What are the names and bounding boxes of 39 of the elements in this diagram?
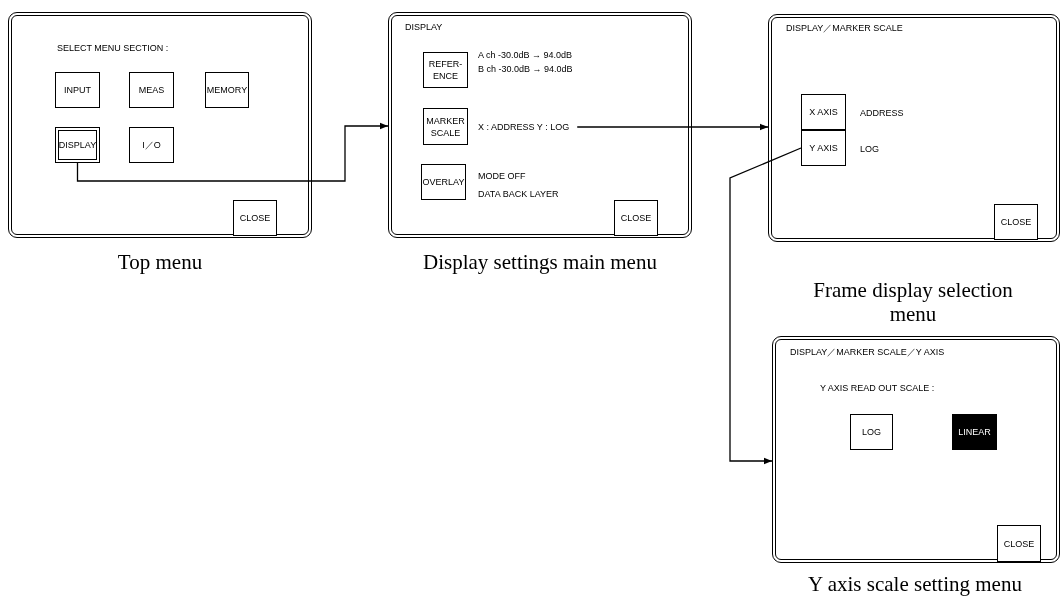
- screen-title: DISPLAY／MARKER SCALE／Y AXIS: [790, 346, 945, 358]
- setting-value: LOG: [860, 143, 879, 155]
- menu-button: Y AXIS: [801, 130, 846, 166]
- menu-button: LOG: [850, 414, 893, 450]
- setting-value: A ch -30.0dB → 94.0dB: [478, 49, 573, 61]
- screen-title: DISPLAY: [405, 21, 443, 33]
- menu-button: CLOSE: [614, 200, 658, 236]
- menu-button: X AXIS: [801, 94, 846, 130]
- arrow: [576, 123, 769, 131]
- menu-button: MARKER SCALE: [423, 108, 468, 145]
- menu-button: CLOSE: [994, 204, 1038, 240]
- setting-value: DATA BACK LAYER: [478, 188, 559, 200]
- setting-value: B ch -30.0dB → 94.0dB: [478, 63, 573, 75]
- menu-screen: [768, 14, 1060, 242]
- menu-button: DISPLAY: [55, 127, 100, 163]
- menu-screen: [772, 336, 1060, 563]
- screen-caption: Top menu: [116, 250, 204, 274]
- menu-button: MEMORY: [205, 72, 249, 108]
- menu-button: CLOSE: [233, 200, 277, 236]
- screen-caption: Frame display selection menu: [812, 278, 1014, 326]
- screen-caption: Display settings main menu: [422, 250, 658, 274]
- menu-button: MEAS: [129, 72, 174, 108]
- prompt-text: Y AXIS READ OUT SCALE :: [820, 382, 935, 394]
- arrow: [729, 147, 802, 465]
- screen-caption: Y axis scale setting menu: [807, 572, 1023, 596]
- menu-screen: [8, 12, 312, 238]
- menu-button: I／O: [129, 127, 174, 163]
- screen-title: SELECT MENU SECTION :: [57, 42, 169, 54]
- setting-value: ADDRESS: [860, 107, 904, 119]
- setting-value: MODE OFF: [478, 170, 526, 182]
- menu-screen: [388, 12, 692, 238]
- menu-button: CLOSE: [997, 525, 1041, 562]
- setting-value: X : ADDRESS Y : LOG: [478, 121, 570, 133]
- screen-title: DISPLAY／MARKER SCALE: [786, 22, 903, 34]
- menu-button: LINEAR: [952, 414, 997, 450]
- menu-button: INPUT: [55, 72, 100, 108]
- menu-button: REFER- ENCE: [423, 52, 468, 88]
- menu-button: OVERLAY: [421, 164, 466, 200]
- arrow: [76, 122, 389, 182]
